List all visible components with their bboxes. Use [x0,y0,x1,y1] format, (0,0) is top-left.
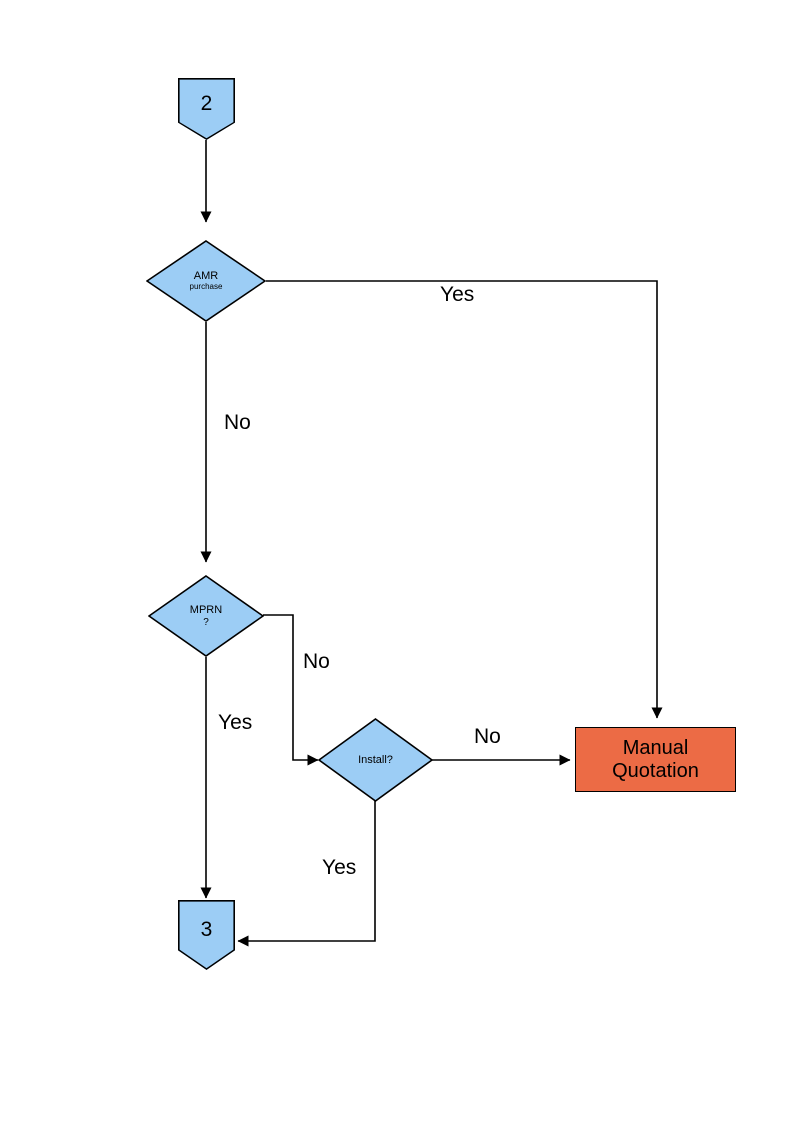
edge-label-mprn-yes: Yes [218,711,253,734]
edge-label-install-yes: Yes [322,856,357,879]
connector-outline [178,78,235,140]
edge-install-yes [237,800,376,947]
edge-label-amr-no: No [224,411,251,434]
edge-label-mprn-no: No [303,650,330,673]
mprn-decision-shape [148,575,264,657]
manual-quotation-line1: Manual [622,737,689,760]
manual-quotation-line2: Quotation [612,759,699,782]
edge-label-amr-yes: Yes [440,283,475,306]
end-connector-outline [178,900,235,970]
end-connector-label: 3 [200,918,213,942]
install-decision-shape [318,718,433,802]
edge-mprn-no [263,614,319,766]
edge-label-install-no: No [474,725,501,748]
node-install-decision[interactable]: Install? [318,718,433,802]
node-mprn-decision[interactable]: MPRN ? [148,575,264,657]
amr-decision-shape [146,240,266,322]
start-connector-label: 2 [200,92,213,116]
edge-amr-yes [266,280,663,719]
node-manual-quotation[interactable]: Manual Quotation [575,727,736,792]
manual-quotation-label: Manual Quotation [612,737,699,782]
node-amr-decision[interactable]: AMR purchase [146,240,266,322]
